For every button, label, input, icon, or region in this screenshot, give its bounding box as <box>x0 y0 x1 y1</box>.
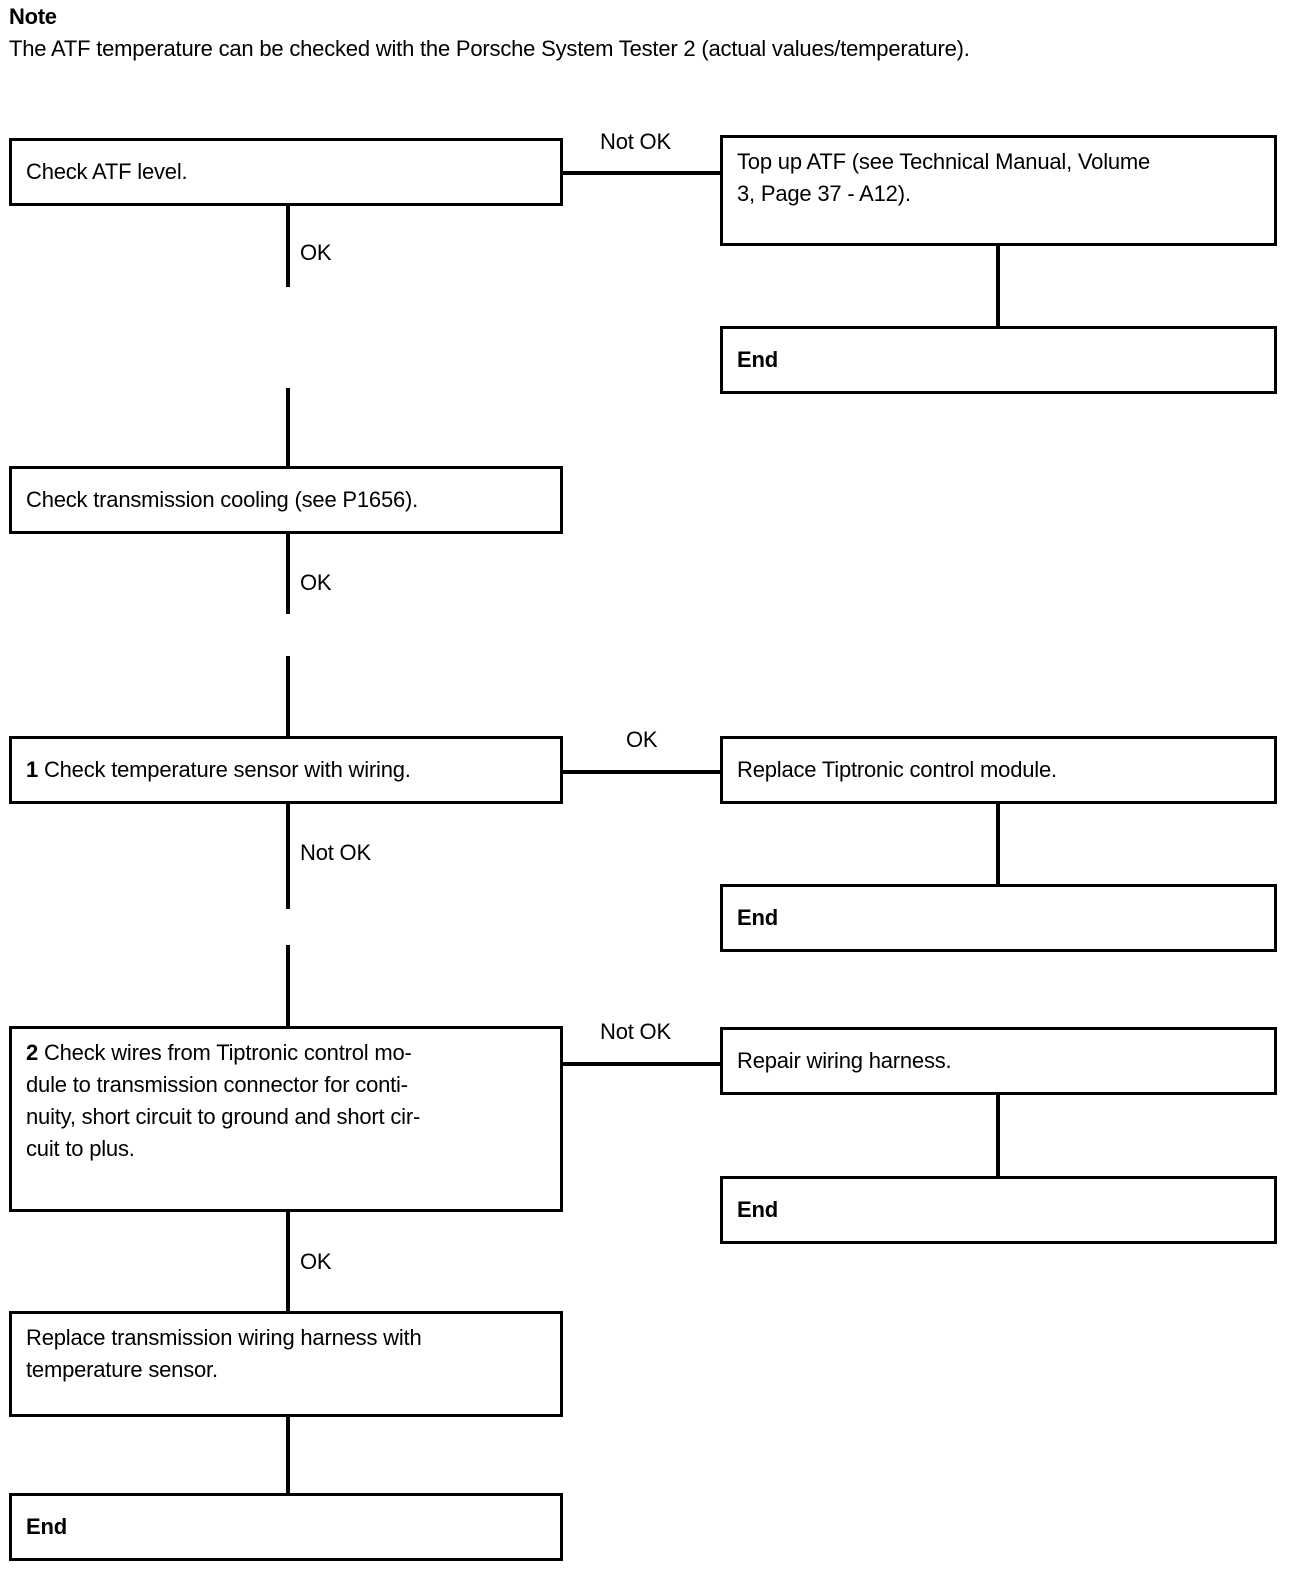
node-check-transmission-cooling[interactable]: Check transmission cooling (see P1656). <box>9 466 563 534</box>
edge-label-ok-3: OK <box>626 727 658 752</box>
node-top-up-atf-label: Top up ATF (see Technical Manual, Volume… <box>723 138 1164 210</box>
node-end-1-label: End <box>737 347 778 372</box>
node-top-up-atf[interactable]: Top up ATF (see Technical Manual, Volume… <box>720 135 1277 246</box>
note-body-text: The ATF temperature can be checked with … <box>9 36 970 61</box>
edge-repair-harness-to-end-3 <box>996 1095 1000 1177</box>
edge-sensor-to-wires-upper <box>286 804 290 909</box>
node-end-1[interactable]: End <box>720 326 1277 394</box>
node-check-temperature-sensor-text: Check temperature sensor with wiring. <box>38 757 411 782</box>
node-repair-wiring-harness[interactable]: Repair wiring harness. <box>720 1027 1277 1095</box>
node-check-wires-step: 2 <box>26 1040 39 1065</box>
edge-cooling-to-sensor-upper <box>286 534 290 614</box>
node-check-wires[interactable]: 2 Check wires from Tiptronic control mo-… <box>9 1026 563 1212</box>
node-check-wires-line1: Check wires from Tiptronic control mo- <box>38 1040 412 1065</box>
node-replace-transmission-harness-label: Replace transmission wiring harness with… <box>12 1314 436 1386</box>
node-check-wires-line2: dule to transmission connector for conti… <box>26 1072 408 1097</box>
node-end-3-label: End <box>737 1197 778 1222</box>
node-top-up-atf-line2: 3, Page 37 - A12). <box>737 181 911 206</box>
node-check-temperature-sensor[interactable]: 1 Check temperature sensor with wiring. <box>9 736 563 804</box>
edge-sensor-to-wires-lower <box>286 945 290 1027</box>
node-check-transmission-cooling-label: Check transmission cooling (see P1656). <box>26 487 419 512</box>
node-replace-transmission-harness[interactable]: Replace transmission wiring harness with… <box>9 1311 563 1417</box>
node-check-atf-level[interactable]: Check ATF level. <box>9 138 563 206</box>
node-end-2-label: End <box>737 905 778 930</box>
node-check-temperature-sensor-step: 1 <box>26 757 39 782</box>
edge-check-atf-to-cooling-lower <box>286 388 290 468</box>
edge-label-not-ok-2: Not OK <box>300 840 371 865</box>
edge-wires-to-replace-harness <box>286 1210 290 1312</box>
node-replace-tiptronic-control-module[interactable]: Replace Tiptronic control module. <box>720 736 1277 804</box>
node-check-wires-line4: cuit to plus. <box>26 1136 135 1161</box>
edge-sensor-to-replace-module <box>560 770 723 774</box>
edge-label-not-ok-1: Not OK <box>600 129 671 154</box>
edge-wires-to-repair-harness <box>560 1062 724 1066</box>
edge-cooling-to-sensor-lower <box>286 656 290 738</box>
node-replace-tiptronic-control-module-label: Replace Tiptronic control module. <box>737 757 1057 782</box>
node-end-3[interactable]: End <box>720 1176 1277 1244</box>
node-end-2[interactable]: End <box>720 884 1277 952</box>
node-end-4-label: End <box>26 1514 67 1539</box>
edge-label-not-ok-3: Not OK <box>600 1019 671 1044</box>
node-replace-transmission-harness-line2: temperature sensor. <box>26 1357 218 1382</box>
note-heading: Note <box>9 4 57 29</box>
node-check-temperature-sensor-label: 1 Check temperature sensor with wiring. <box>12 754 425 786</box>
edge-top-up-to-end-1 <box>996 245 1000 328</box>
edge-check-atf-to-cooling-upper <box>286 205 290 287</box>
node-check-wires-label: 2 Check wires from Tiptronic control mo-… <box>12 1029 434 1165</box>
node-replace-transmission-harness-line1: Replace transmission wiring harness with <box>26 1325 422 1350</box>
node-check-wires-line3: nuity, short circuit to ground and short… <box>26 1104 421 1129</box>
node-repair-wiring-harness-label: Repair wiring harness. <box>737 1048 952 1073</box>
edge-label-ok-1: OK <box>300 240 332 265</box>
node-end-4[interactable]: End <box>9 1493 563 1561</box>
edge-label-ok-4: OK <box>300 1249 332 1274</box>
edge-replace-module-to-end-2 <box>996 803 1000 885</box>
node-top-up-atf-line1: Top up ATF (see Technical Manual, Volume <box>737 149 1151 174</box>
node-check-atf-level-label: Check ATF level. <box>26 159 188 184</box>
edge-replace-harness-to-end-4 <box>286 1416 290 1494</box>
edge-label-ok-2: OK <box>300 570 332 595</box>
edge-check-atf-to-top-up <box>560 171 724 175</box>
